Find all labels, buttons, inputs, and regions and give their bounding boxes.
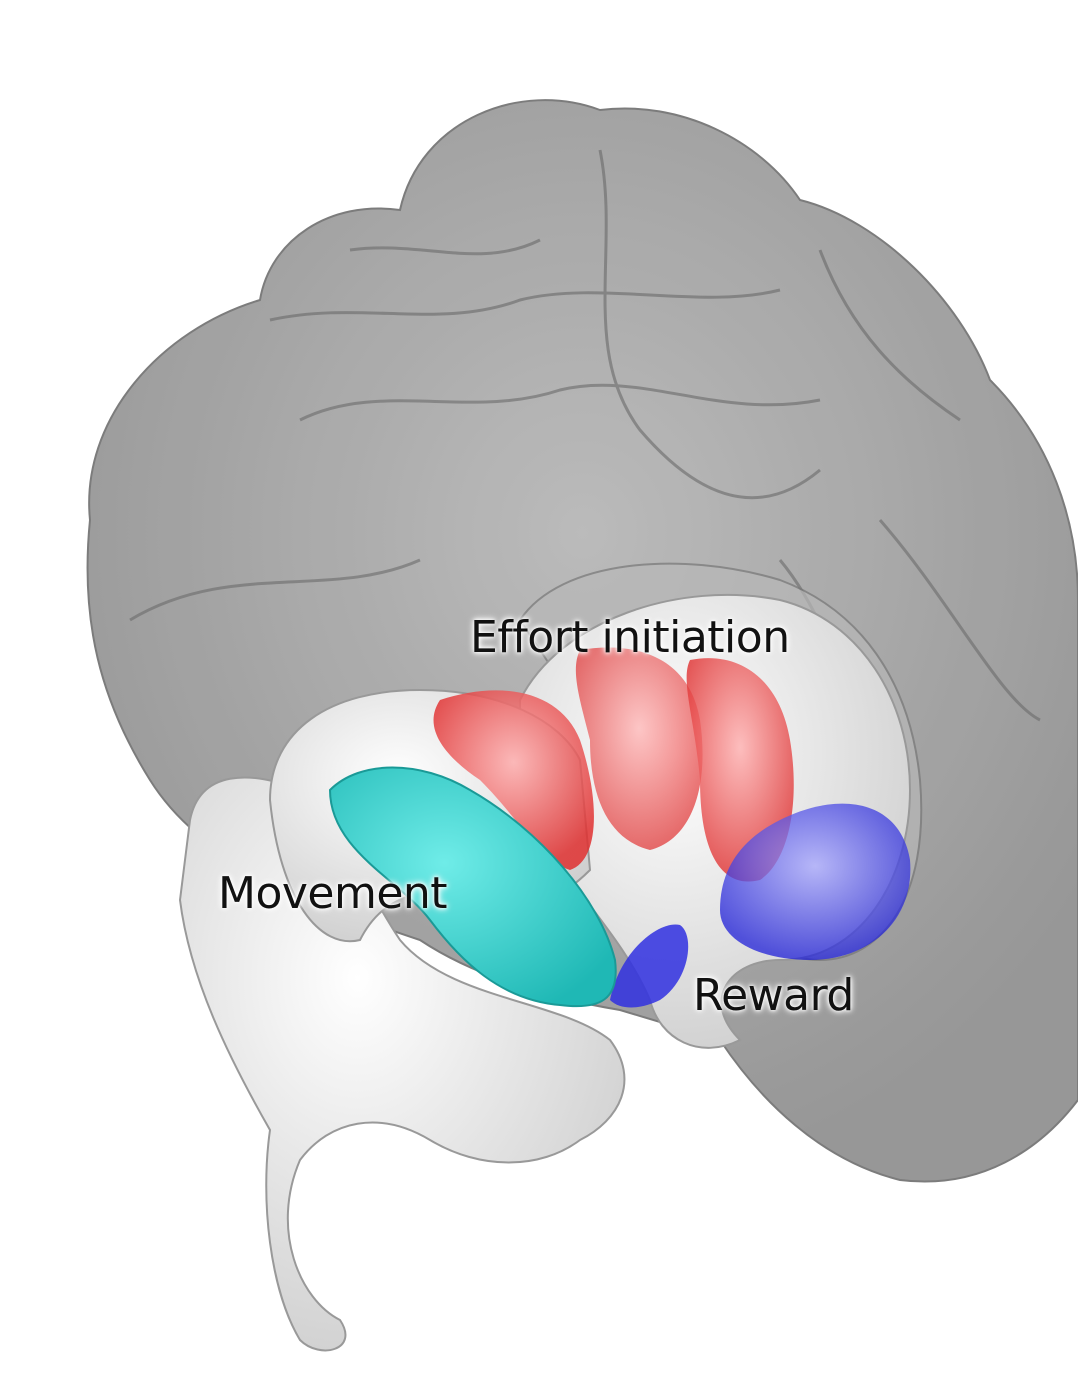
reward-region (720, 803, 911, 960)
label-movement: Movement (218, 868, 448, 919)
label-effort-initiation: Effort initiation (470, 612, 790, 663)
movement-region (328, 766, 617, 1008)
effort-region (575, 647, 703, 850)
reward-region (610, 924, 689, 1008)
effort-region (686, 658, 794, 882)
effort-region (433, 690, 594, 870)
label-reward: Reward (693, 970, 854, 1021)
